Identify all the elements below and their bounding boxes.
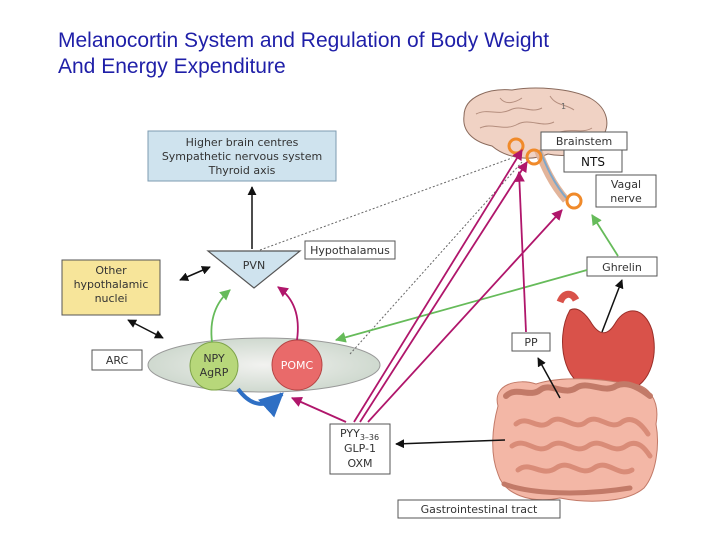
arrow-pyy-to-brainstem bbox=[359, 161, 528, 423]
glp1-label: GLP-1 bbox=[344, 442, 376, 455]
title-line-2: And Energy Expenditure bbox=[58, 55, 286, 78]
other-nuclei-line-3: nuclei bbox=[95, 292, 128, 305]
vagal-label-2: nerve bbox=[610, 192, 642, 205]
npy-label: NPY bbox=[203, 352, 225, 365]
npy-agrp-neuron: NPY AgRP bbox=[189, 341, 239, 391]
arrow-pvn-other-nuclei bbox=[179, 266, 211, 281]
other-nuclei-line-1: Other bbox=[95, 264, 127, 277]
pvn-triangle: PVN bbox=[206, 250, 302, 289]
title-line-1: Melanocortin System and Regulation of Bo… bbox=[58, 29, 550, 52]
diagram-figure: Higher brain centres Sympathetic nervous… bbox=[60, 84, 663, 520]
arrow-intestine-to-pyy bbox=[395, 439, 506, 449]
ghrelin-box: Ghrelin bbox=[586, 256, 658, 277]
arrow-pomc-to-pvn bbox=[277, 286, 299, 341]
gi-tract-box: Gastrointestinal tract bbox=[397, 499, 561, 519]
arrow-pyy-to-nts bbox=[353, 149, 523, 423]
vagal-nucleus bbox=[565, 192, 583, 210]
dotted-line-pvn-brain bbox=[259, 157, 513, 251]
hypothalamus-label: Hypothalamus bbox=[310, 244, 390, 257]
ghrelin-label: Ghrelin bbox=[602, 261, 642, 274]
arrow-other-nuclei-arc bbox=[127, 319, 164, 339]
hypothalamus-box: Hypothalamus bbox=[304, 240, 396, 260]
intestine-icon bbox=[492, 378, 658, 502]
pvn-label: PVN bbox=[243, 259, 265, 272]
pomc-label: POMC bbox=[281, 359, 314, 372]
nts-label: NTS bbox=[581, 155, 605, 169]
stomach-icon bbox=[556, 290, 655, 394]
pyy-glp-oxm-box: PYY3–36 GLP-1 OXM bbox=[329, 423, 391, 475]
slide-title: Melanocortin System and Regulation of Bo… bbox=[58, 28, 698, 80]
agrp-label: AgRP bbox=[200, 366, 229, 379]
other-nuclei-box: Other hypothalamic nuclei bbox=[61, 259, 161, 316]
pyy-subscript: 3–36 bbox=[360, 433, 379, 442]
vagal-label-1: Vagal bbox=[611, 178, 641, 191]
arrow-npy-to-pomc bbox=[236, 387, 284, 418]
pyy-label: PYY bbox=[340, 427, 360, 440]
dotted-line-arc-brain bbox=[349, 161, 523, 355]
svg-text:PYY3–36: PYY3–36 bbox=[340, 427, 379, 442]
brainstem-label: Brainstem bbox=[556, 135, 612, 148]
arrow-gut-to-pp bbox=[537, 357, 561, 399]
gi-tract-label: Gastrointestinal tract bbox=[421, 503, 538, 516]
arrow-ghrelin-to-vagal bbox=[591, 214, 619, 257]
arrow-npy-to-pvn bbox=[210, 289, 231, 343]
higher-centres-line-2: Sympathetic nervous system bbox=[162, 150, 322, 163]
higher-centres-line-3: Thyroid axis bbox=[208, 164, 276, 177]
other-nuclei-line-2: hypothalamic bbox=[74, 278, 149, 291]
arrow-pyy-to-pomc bbox=[291, 397, 347, 423]
arc-box: ARC bbox=[91, 349, 143, 371]
higher-centres-line-1: Higher brain centres bbox=[186, 136, 299, 149]
arc-label: ARC bbox=[106, 354, 129, 367]
arrow-stomach-to-ghrelin bbox=[601, 279, 624, 333]
brainstem-nucleus-2 bbox=[525, 148, 543, 166]
vagal-nerve-box: Vagal nerve bbox=[595, 174, 657, 208]
brainstem-box: Brainstem bbox=[540, 131, 628, 151]
arrow-ghrelin-to-arc bbox=[334, 269, 588, 343]
pomc-neuron: POMC bbox=[271, 339, 323, 391]
higher-centres-box: Higher brain centres Sympathetic nervous… bbox=[147, 130, 337, 182]
brain-marker: 1 bbox=[561, 102, 566, 111]
melanocortin-diagram: Higher brain centres Sympathetic nervous… bbox=[61, 87, 658, 519]
oxm-label: OXM bbox=[348, 457, 373, 470]
pp-box: PP bbox=[511, 332, 551, 352]
arc-ellipse bbox=[147, 337, 381, 393]
arrow-pyy-to-vagal bbox=[367, 209, 563, 423]
nts-box: NTS bbox=[563, 149, 623, 173]
pp-label: PP bbox=[524, 336, 538, 349]
